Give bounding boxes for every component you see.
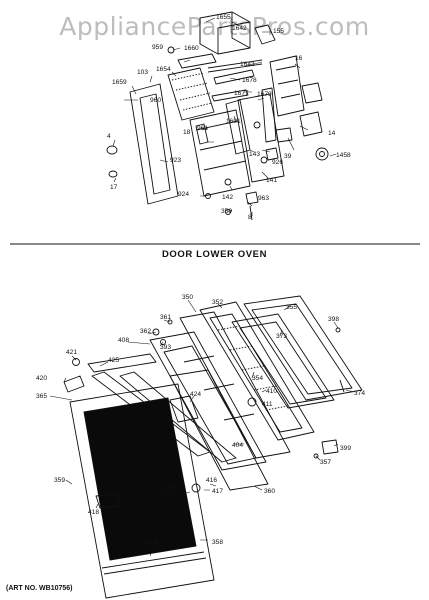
label-8: 8 xyxy=(248,214,252,221)
section-title: DOOR LOWER OVEN xyxy=(161,249,268,260)
label-1660: 1660 xyxy=(184,45,199,52)
watermark: AppliancePartsPros.com xyxy=(59,12,370,41)
label-142: 142 xyxy=(222,194,233,201)
label-143: 143 xyxy=(249,151,260,158)
label-961: 961 xyxy=(197,125,208,132)
label-1642: 1642 xyxy=(232,25,247,32)
label-425: 425 xyxy=(108,357,119,364)
gasket-frame xyxy=(243,295,363,401)
label-418: 418 xyxy=(88,509,99,516)
label-399-right: 399 xyxy=(340,445,351,452)
hinge-plate xyxy=(237,93,285,183)
label-410: 410 xyxy=(266,388,277,395)
label-14: 14 xyxy=(328,130,336,137)
label-924: 924 xyxy=(178,191,189,198)
label-421: 421 xyxy=(66,349,77,356)
label-359-upper: 359 xyxy=(221,208,232,215)
label-374: 374 xyxy=(354,390,365,397)
label-17: 17 xyxy=(110,184,118,191)
label-424: 424 xyxy=(190,391,201,398)
label-1643: 1643 xyxy=(240,61,255,68)
label-960: 960 xyxy=(150,97,161,104)
label-1601: 1601 xyxy=(226,118,241,125)
label-352: 352 xyxy=(212,299,223,306)
door-glass xyxy=(83,397,197,561)
label-357: 357 xyxy=(320,459,331,466)
label-408: 408 xyxy=(118,337,129,344)
label-404: 404 xyxy=(232,442,243,449)
label-39: 39 xyxy=(284,153,292,160)
label-1677: 1677 xyxy=(234,90,249,97)
label-420: 420 xyxy=(36,375,47,382)
label-1654: 1654 xyxy=(156,66,171,73)
label-393: 393 xyxy=(160,344,171,351)
label-422: 422 xyxy=(166,483,177,490)
label-103: 103 xyxy=(137,69,148,76)
label-155: 155 xyxy=(273,28,284,35)
label-419: 419 xyxy=(146,540,157,547)
label-959: 959 xyxy=(152,44,163,51)
label-16: 16 xyxy=(295,55,303,62)
label-417: 417 xyxy=(212,488,223,495)
inner-door-liner xyxy=(199,301,315,441)
label-365: 365 xyxy=(36,393,47,400)
label-362: 362 xyxy=(140,328,151,335)
label-398: 398 xyxy=(328,316,339,323)
label-18: 18 xyxy=(183,129,191,136)
label-399-left: 399 xyxy=(162,493,173,500)
insulation-pad xyxy=(167,67,215,121)
label-360: 360 xyxy=(264,488,275,495)
label-416: 416 xyxy=(206,477,217,484)
inner-door-frame xyxy=(129,83,179,205)
label-1679: 1679 xyxy=(257,91,272,98)
label-1659: 1659 xyxy=(112,79,127,86)
label-411: 411 xyxy=(262,401,273,408)
label-359-lower: 359 xyxy=(54,477,65,484)
label-923: 923 xyxy=(170,157,181,164)
label-963: 963 xyxy=(258,195,269,202)
label-1655: 1655 xyxy=(216,14,231,21)
outer-door-frame xyxy=(69,383,215,599)
inner-panel xyxy=(189,109,251,197)
label-358: 358 xyxy=(212,539,223,546)
switch-assembly xyxy=(269,55,305,117)
label-4: 4 xyxy=(107,133,111,140)
window-frame xyxy=(149,331,267,471)
label-1458: 1458 xyxy=(336,152,351,159)
label-926: 926 xyxy=(272,159,283,166)
label-141: 141 xyxy=(266,177,277,184)
label-350: 350 xyxy=(182,294,193,301)
label-373: 373 xyxy=(276,333,287,340)
label-361: 361 xyxy=(160,314,171,321)
label-1678: 1678 xyxy=(242,77,257,84)
label-354: 354 xyxy=(252,375,263,382)
label-355: 355 xyxy=(286,304,297,311)
art-number: (ART NO. WB10756) xyxy=(6,585,73,592)
